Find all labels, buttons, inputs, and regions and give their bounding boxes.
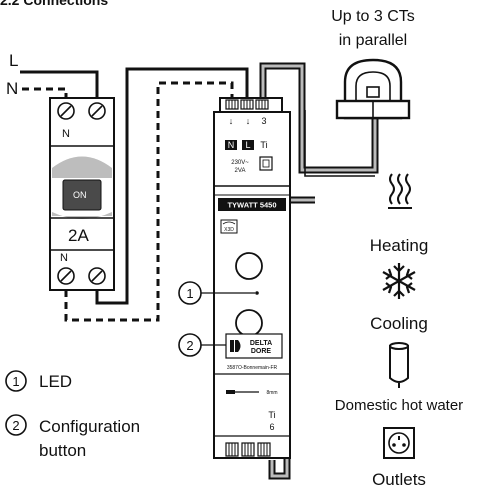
terminal-3-marker: 3 [261,116,266,126]
breaker-top-n-label: N [62,128,70,140]
terminal-n-letter: N [228,140,235,150]
delta-dore-logo [230,340,241,352]
supply-wires: L N [6,51,99,98]
use-heating-label: Heating [370,236,429,255]
callout-button-number: 2 [186,338,193,353]
terminal-2-marker: ↓ [246,116,251,126]
outlet-icon [383,427,415,459]
legend-button-number: 2 [12,418,19,433]
bottom-terminal-label: Ti [268,410,275,420]
brand-line2: DORE [251,348,272,355]
terminal-ti-letter: Ti [260,140,267,150]
strip-length: 8mm [266,390,277,396]
heating-icon [388,173,412,209]
line-feed-wire [95,67,249,305]
water-heater-icon [389,342,409,388]
use-cooling: Cooling [370,263,428,333]
x3d-icon: X3D [220,219,238,234]
legend-led-number: 1 [12,374,19,389]
ct-label-line1: Up to 3 CTs [331,8,415,25]
breaker-rating: 2A [68,226,89,245]
line-wire-label: L [9,51,18,70]
breaker-switch-label: ON [73,190,87,200]
legend-item-led: 1 LED [5,370,72,392]
circuit-breaker: N ON 2A N [49,97,115,291]
callout-button: 2 [178,333,226,357]
callout-led: 1 [178,281,255,305]
snowflake-icon [382,263,416,299]
bottom-terminal-number: 6 [269,422,274,432]
led-indicator [255,291,259,295]
ct-label-line2: in parallel [339,32,407,49]
protocol-mark: X3D [224,227,234,233]
model-badge: TYWATT 5450 [227,201,276,210]
current-transformer: Up to 3 CTs in parallel [331,8,415,120]
breaker-bottom-screw-left [57,267,75,285]
section-title: 2.2 Connections [0,0,108,8]
use-dhw-label: Domestic hot water [335,397,463,414]
callout-led-number: 1 [186,286,193,301]
use-outlets: Outlets [372,427,426,489]
neutral-wire [22,87,68,98]
tywatt-module: ↓ ↓ 3 N L Ti 230V~ 2VA TYWATT 5450 X3D D… [178,97,291,459]
terminal-l-letter: L [245,140,250,150]
ct-cable [259,62,379,480]
part-number: 3587O-Bonnemain-FR [227,365,278,371]
module-voltage: 230V~ [231,160,249,166]
breaker-top-screw-right [88,102,106,120]
brand-line1: DELTA [250,340,272,347]
breaker-to-module-wires [64,67,249,322]
use-cooling-label: Cooling [370,314,428,333]
breaker-top-screw-left [57,102,75,120]
legend-button-label: Configuration [39,417,140,436]
neutral-wire-label: N [6,79,18,98]
upper-round-indicator [235,252,263,280]
legend-led-label: LED [39,372,72,391]
module-bottom-terminals [225,442,271,457]
use-heating: Heating [370,173,429,255]
line-wire [20,70,99,98]
legend: 1 LED 2 Configuration button [5,370,140,460]
use-outlets-label: Outlets [372,470,426,489]
configuration-button[interactable] [235,309,263,337]
use-domestic-hot-water: Domestic hot water [335,342,463,414]
legend-button-label-line2: button [39,441,86,460]
module-top-terminals [225,99,269,110]
breaker-bottom-n-label: N [60,252,68,264]
breaker-bottom-screw-right [88,267,106,285]
legend-item-configuration-button: 2 Configuration button [5,414,140,460]
terminal-1-marker: ↓ [229,116,234,126]
module-power: 2VA [235,168,246,174]
neutral-feed-wire [64,81,234,322]
strip-gauge-icon [226,390,235,394]
